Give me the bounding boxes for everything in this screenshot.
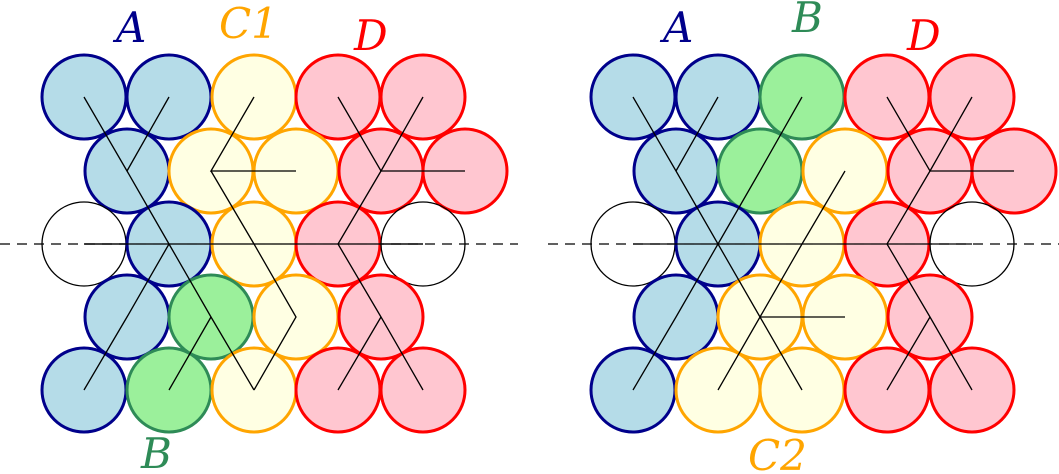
right-label-b: B — [791, 0, 823, 42]
right-panel: A B D C2 — [548, 0, 1059, 474]
right-a-chain-line — [675, 96, 719, 172]
left-a-chain-line — [83, 243, 170, 391]
right-a-chain-line — [717, 243, 761, 318]
left-label-d: D — [353, 11, 388, 60]
left-a-chain-line — [126, 96, 170, 172]
right-c-chain-line — [759, 316, 803, 391]
right-label-a: A — [659, 3, 693, 52]
left-label-c1: C1 — [219, 0, 278, 48]
right-label-d: D — [906, 11, 941, 60]
left-b-chain-line — [168, 316, 212, 391]
left-label-a: A — [112, 3, 146, 52]
right-d-chain-line — [886, 316, 931, 391]
left-panel: A C1 D B — [0, 0, 518, 474]
left-c-chain-line — [210, 170, 297, 391]
right-label-c2: C2 — [748, 431, 807, 474]
left-label-b: B — [140, 429, 172, 474]
right-b-chain-line — [717, 96, 803, 245]
right-chain-lines — [632, 96, 1014, 391]
left-chain-lines-over — [83, 96, 465, 391]
right-c-chain-line — [717, 170, 846, 391]
left-d-chain-line — [337, 316, 382, 391]
